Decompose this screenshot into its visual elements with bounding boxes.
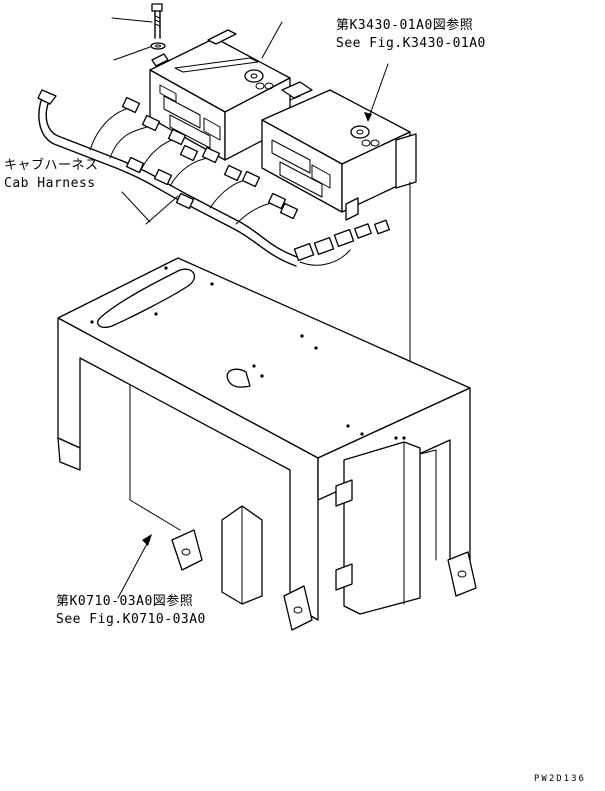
controller-unit-left: [149, 29, 291, 161]
controller-unit-right: [261, 81, 417, 221]
base-ref-jp: 第K0710-03A0図参照: [56, 594, 194, 609]
drawing-code: PW2D136: [534, 774, 586, 784]
controller-ref-jp: 第K3430-01A0図参照: [336, 18, 474, 33]
leader-lines-top: [111, 17, 283, 61]
base-ref-en: See Fig.K0710-03A0: [56, 612, 206, 627]
harness-label-jp: キャブハーネス: [4, 158, 99, 173]
controller-ref-en: See Fig.K3430-01A0: [336, 36, 486, 51]
controller-ref-arrow: [364, 63, 389, 122]
harness-label-en: Cab Harness: [4, 176, 96, 191]
side-cover: [335, 441, 437, 615]
base-frame: [57, 257, 477, 631]
bolt-icon: [151, 3, 163, 39]
base-ref-arrow: [117, 534, 152, 599]
harness-leader-lines: [121, 191, 179, 225]
washer-icon: [150, 42, 166, 50]
cab-harness: [37, 89, 390, 267]
